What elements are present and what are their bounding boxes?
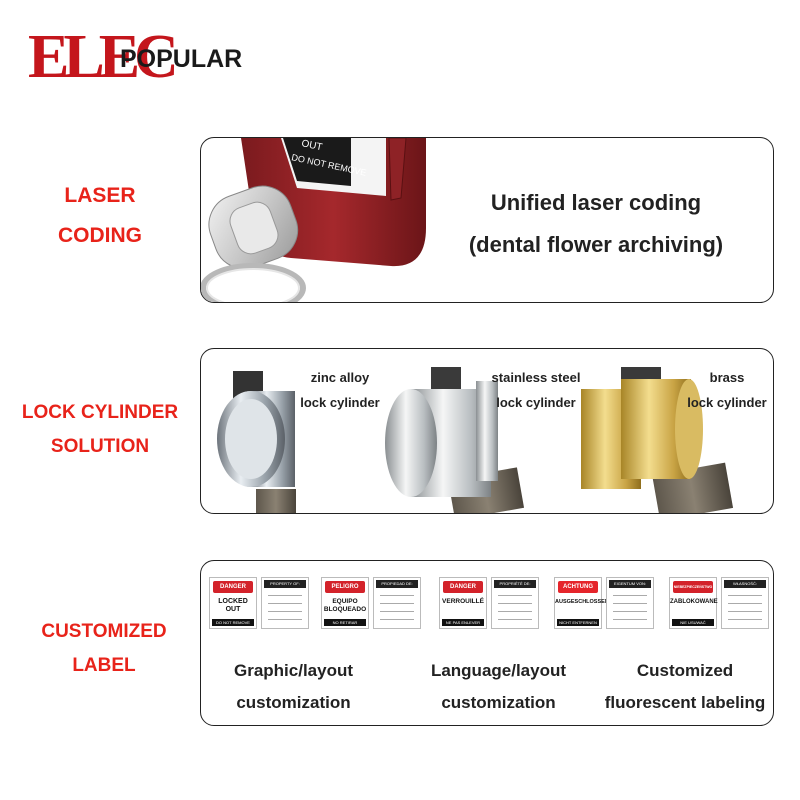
tag-header: NIEBEZPIECZEŃSTWO bbox=[673, 581, 713, 593]
lock-tag-out: OUT bbox=[300, 138, 323, 153]
cylinder-item-stainless: stainless steel lock cylinder bbox=[476, 365, 596, 415]
tag-body: EQUIPO BLOQUEADO bbox=[323, 598, 367, 613]
laser-label-line1: LASER bbox=[64, 184, 136, 207]
lock-cylinders-photo bbox=[217, 367, 734, 513]
tag-body: VERROUILLÉ bbox=[442, 598, 484, 605]
laser-headline-line2: (dental flower archiving) bbox=[468, 232, 724, 257]
caption-fluorescent-line1: Customized bbox=[636, 661, 734, 680]
tag-header: ACHTUNG bbox=[558, 581, 598, 593]
tag-back-5: WŁASNOŚĆ: bbox=[721, 577, 769, 629]
caption-fluorescent: Customized fluorescent labeling bbox=[595, 655, 773, 719]
tag-body: AUSGESCHLOSSEN bbox=[555, 599, 609, 605]
tag-back-1: PROPERTY OF: bbox=[261, 577, 309, 629]
tag-owner: EIGENTUM VON: bbox=[609, 580, 651, 588]
tag-achtung-de: ACHTUNG AUSGESCHLOSSEN NICHT ENTFERNEN bbox=[554, 577, 609, 629]
cylinder-zinc-line1: zinc alloy bbox=[310, 370, 370, 385]
tag-footer: NIE USUWAĆ bbox=[672, 619, 714, 626]
laser-headline-line1: Unified laser coding bbox=[490, 190, 702, 215]
cylinder-stainless-line2: lock cylinder bbox=[496, 395, 576, 410]
label-label-line2: LABEL bbox=[72, 655, 136, 676]
tag-footer: NE PAS ENLEVER bbox=[442, 619, 484, 626]
logo-mark: ELEC bbox=[28, 23, 179, 91]
tag-header: DANGER bbox=[443, 581, 483, 593]
tag-danger-fr: DANGER VERROUILLÉ NE PAS ENLEVER bbox=[439, 577, 487, 629]
tag-body: LOCKED OUT bbox=[218, 598, 248, 613]
tag-owner: PROPIEDAD DE: bbox=[376, 580, 418, 588]
lock-cylinder-panel: zinc alloy lock cylinder stainless steel… bbox=[200, 348, 774, 514]
customized-label-label: CUSTOMIZED LABEL bbox=[14, 615, 194, 683]
tag-header: DANGER bbox=[213, 581, 253, 593]
cylinder-item-brass: brass lock cylinder bbox=[679, 365, 773, 415]
tag-back-3: PROPRIÉTÉ DE: bbox=[491, 577, 539, 629]
tag-owner: PROPERTY OF: bbox=[264, 580, 306, 588]
tag-niebezpieczenstwo-pl: NIEBEZPIECZEŃSTWO ZABLOKOWANE NIE USUWAĆ bbox=[669, 577, 718, 629]
tag-body: ZABLOKOWANE bbox=[670, 599, 718, 605]
lock-cylinder-label: LOCK CYLINDER SOLUTION bbox=[10, 396, 190, 464]
tag-owner: WŁASNOŚĆ: bbox=[724, 580, 766, 588]
customized-label-panel: DANGER LOCKED OUT DO NOT REMOVE PROPERTY… bbox=[200, 560, 774, 726]
caption-graphic-line2: customization bbox=[236, 693, 351, 712]
brand-logo: ELEC POPULAR bbox=[28, 22, 248, 92]
caption-graphic: Graphic/layout customization bbox=[211, 655, 376, 719]
laser-coding-label: LASER CODING bbox=[30, 176, 170, 256]
caption-language-line1: Language/layout bbox=[430, 661, 567, 680]
cylinder-item-zinc: zinc alloy lock cylinder bbox=[285, 365, 395, 415]
tag-footer: NO RETIRAR bbox=[324, 619, 366, 626]
padlock-key-photo: DO NOT REMOVE OUT bbox=[201, 138, 426, 302]
label-label-line1: CUSTOMIZED bbox=[41, 621, 167, 642]
tag-peligro-es: PELIGRO EQUIPO BLOQUEADO NO RETIRAR bbox=[321, 577, 369, 629]
brand-name: POPULAR bbox=[120, 45, 243, 73]
laser-coding-panel: DO NOT REMOVE OUT Unified laser coding (… bbox=[200, 137, 774, 303]
tag-header: PELIGRO bbox=[325, 581, 365, 593]
caption-language-line2: customization bbox=[441, 693, 556, 712]
tag-back-4: EIGENTUM VON: bbox=[606, 577, 654, 629]
caption-language: Language/layout customization bbox=[411, 655, 586, 719]
tag-danger-en: DANGER LOCKED OUT DO NOT REMOVE bbox=[209, 577, 257, 629]
laser-label-line2: CODING bbox=[58, 224, 142, 247]
cylinder-stainless-line1: stainless steel bbox=[491, 370, 581, 385]
tag-owner: PROPRIÉTÉ DE: bbox=[494, 580, 536, 588]
tag-back-2: PROPIEDAD DE: bbox=[373, 577, 421, 629]
cylinder-zinc-line2: lock cylinder bbox=[300, 395, 380, 410]
tag-footer: DO NOT REMOVE bbox=[212, 619, 254, 626]
cylinder-label-line2: SOLUTION bbox=[50, 436, 150, 457]
cylinder-label-line1: LOCK CYLINDER bbox=[21, 402, 179, 423]
caption-fluorescent-line2: fluorescent labeling bbox=[604, 693, 766, 712]
caption-graphic-line1: Graphic/layout bbox=[233, 661, 354, 680]
cylinder-brass-line2: lock cylinder bbox=[687, 395, 767, 410]
tag-footer: NICHT ENTFERNEN bbox=[557, 619, 599, 626]
cylinder-brass-line1: brass bbox=[709, 370, 745, 385]
